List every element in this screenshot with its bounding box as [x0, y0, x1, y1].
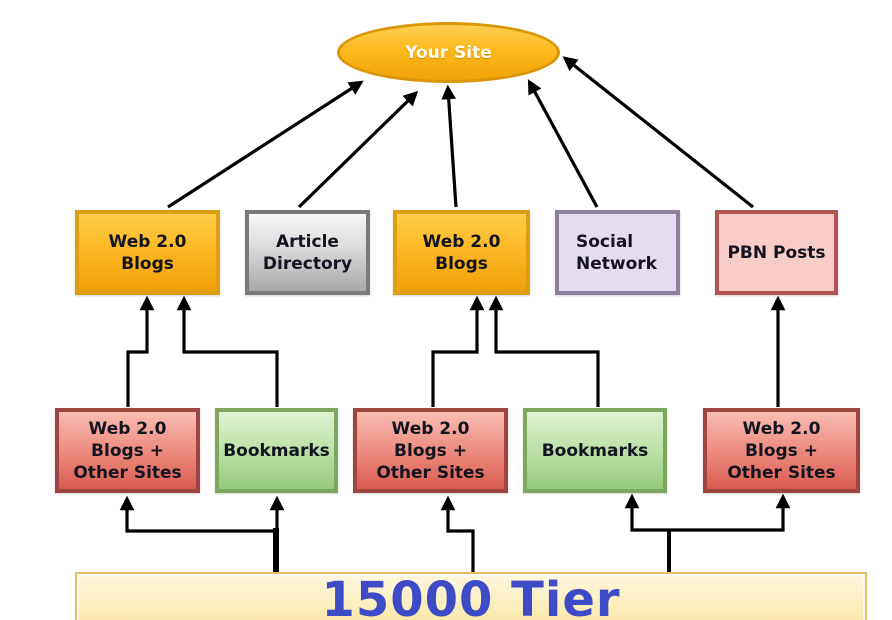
node-label: Web 2.0 Blogs + Other Sites [727, 418, 836, 483]
arrow-banner-to-red3 [669, 493, 791, 532]
tier1-social-network: Social Network [555, 210, 680, 295]
arrow-pbn-to-site [562, 56, 754, 209]
tier1-pbn-posts: PBN Posts [715, 210, 838, 295]
tier-banner: 15000 Tier [75, 572, 867, 620]
node-label: Web 2.0 Blogs + Other Sites [73, 418, 182, 483]
node-label: Bookmarks [223, 440, 330, 461]
arrow-bookmarks1-to-web20-left [176, 295, 279, 407]
arrow-bookmarks2-to-web20-center [488, 295, 600, 407]
arrow-red1-to-web20-left [126, 295, 155, 407]
node-label: Web 2.0 Blogs [108, 231, 187, 274]
tier2-web20-other-right: Web 2.0 Blogs + Other Sites [703, 408, 860, 493]
arrow-banner-to-red2 [440, 495, 475, 573]
tier1-web20-blogs-left: Web 2.0 Blogs [75, 210, 220, 295]
arrow-web20-left-to-site [167, 80, 364, 209]
arrow-social-to-site [527, 79, 599, 208]
arrow-banner-to-red1 [119, 495, 276, 533]
arrow-banner-to-bookmarks2 [624, 493, 669, 532]
arrow-article-to-site [297, 90, 419, 209]
your-site-node: Your Site [337, 22, 560, 83]
node-label: Social Network [576, 231, 657, 274]
node-label: Web 2.0 Blogs [422, 231, 501, 274]
node-label: Web 2.0 Blogs + Other Sites [376, 418, 485, 483]
tier1-web20-blogs-center: Web 2.0 Blogs [393, 210, 530, 295]
your-site-label: Your Site [405, 42, 492, 63]
tier2-bookmarks-right: Bookmarks [523, 408, 667, 493]
tier2-bookmarks-left: Bookmarks [215, 408, 338, 493]
tier1-article-directory: Article Directory [245, 210, 370, 295]
tier2-web20-other-left: Web 2.0 Blogs + Other Sites [55, 408, 200, 493]
arrow-red2-to-web20-center [431, 295, 485, 407]
tier-banner-label: 15000 Tier [321, 572, 621, 620]
arrow-web20-center-to-site [441, 84, 458, 208]
node-label: Article Directory [262, 231, 353, 274]
tier2-web20-other-center: Web 2.0 Blogs + Other Sites [353, 408, 508, 493]
node-label: Bookmarks [541, 440, 649, 461]
node-label: PBN Posts [727, 242, 826, 263]
